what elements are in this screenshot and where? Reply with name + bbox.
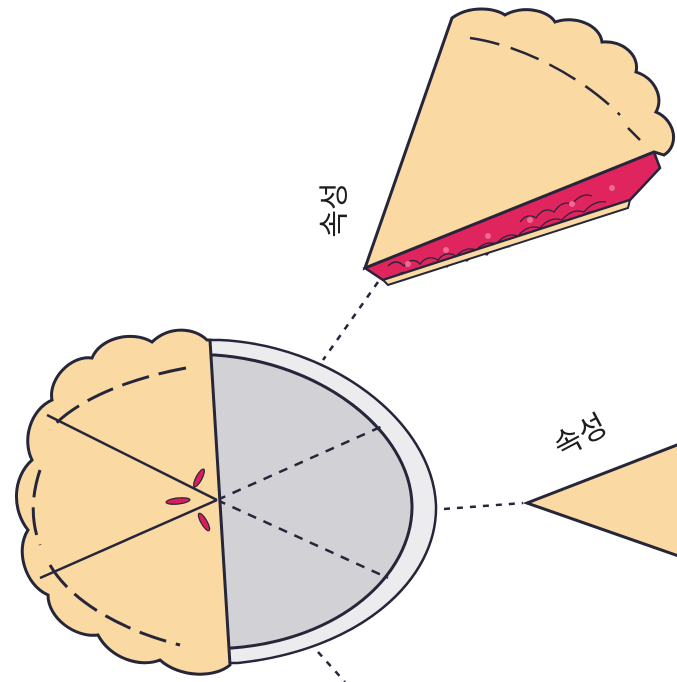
remaining-pie xyxy=(16,330,230,674)
connector-to-slice xyxy=(323,282,378,360)
pie-slice xyxy=(365,9,674,285)
label-upper: 속성 xyxy=(318,182,353,237)
connector-to-right-shape xyxy=(444,503,523,509)
pie-crust xyxy=(16,330,230,674)
connector-bottom xyxy=(318,652,345,682)
right-slice-crust xyxy=(527,440,677,560)
right-slice-shape xyxy=(527,440,677,560)
label-right: 속성 xyxy=(548,408,613,465)
pie-pan xyxy=(207,340,436,663)
